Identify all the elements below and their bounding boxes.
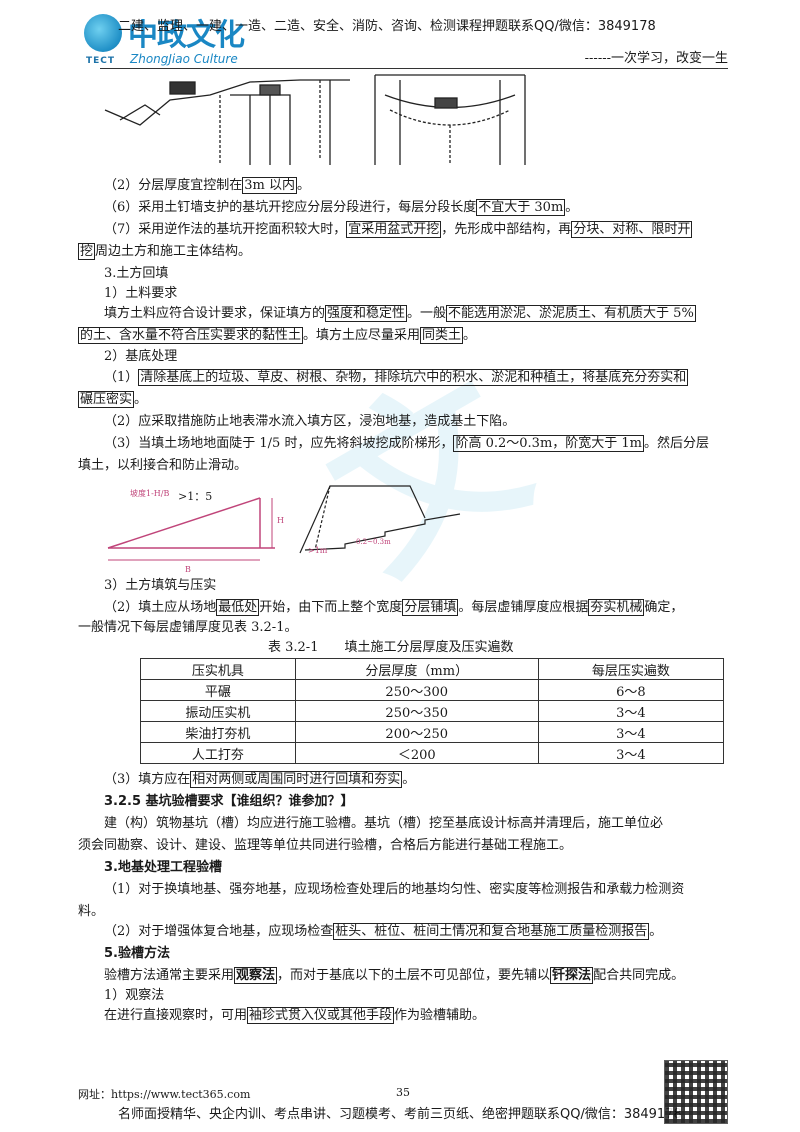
table-row: 振动压实机 250～350 3～4 <box>140 700 725 722</box>
page-number: 35 <box>396 1086 410 1099</box>
table-header: 每层压实遍数 <box>537 658 725 680</box>
company-logo: 中政文化 TECT ZhongJiao Culture <box>78 10 278 72</box>
table-cell: 平碾 <box>140 679 296 701</box>
stepped-slope <box>299 485 461 554</box>
heading-soil-requirements: 1）土料要求 <box>104 286 178 301</box>
header-divider <box>100 68 728 69</box>
header-contact: 二建、监理、一建、一造、二造、安全、消防、咨询、检测课程押题联系QQ/微信：38… <box>118 19 656 34</box>
table-cell: 250～300 <box>294 679 539 701</box>
table-header: 分层厚度（mm） <box>294 658 539 680</box>
table-header-row: 压实机具 分层厚度（mm） 每层压实遍数 <box>140 658 725 680</box>
para-inspection-2: 须会同勘察、设计、建设、监理等单位共同进行验槽，合格后方能进行基础工程施工。 <box>78 838 573 853</box>
table-row: 柴油打夯机 200～250 3～4 <box>140 721 725 743</box>
para-base-1: （1）清除基底上的垃圾、草皮、树根、杂物，排除坑穴中的积水、淤泥和种植土，将基底… <box>104 369 689 386</box>
para-excavation-7: （7）采用逆作法的基坑开挖面积较大时，宜采用盆式开挖，先形成中部结构，再分块、对… <box>104 221 693 238</box>
table-cell: 3～4 <box>537 700 725 722</box>
table-cell: 200～250 <box>294 721 539 743</box>
footer-contact: 名师面授精华、央企内训、考点串讲、习题模考、考前三页纸、绝密押题联系QQ/微信：… <box>118 1107 682 1122</box>
para-compaction-2: （2）填土应从场地最低处开始，由下而上整个宽度分层铺填。每层虚铺厚度应根据夯实机… <box>104 599 684 616</box>
excavation-diagram-right <box>374 74 526 165</box>
step-height-label: 0.2~0.3m <box>356 538 391 546</box>
fill-thickness-table: 压实机具 分层厚度（mm） 每层压实遍数 平碾 250～300 6～8 振动压实… <box>140 658 725 764</box>
logo-tect: TECT <box>86 56 116 66</box>
table-cell: 3～4 <box>537 721 725 743</box>
para-methods: 验槽方法通常主要采用观察法，而对于基底以下的土层不可见部位，要先辅以钎探法配合共… <box>104 967 685 984</box>
step-width-label: >1m <box>308 546 328 555</box>
para-excavation-6: （6）采用土钉墙支护的基坑开挖应分层分段进行，每层分段长度不宜大于 30m。 <box>104 199 579 216</box>
para-foundation-1: （1）对于换填地基、强夯地基，应现场检查处理后的地基均匀性、密实度等检测报告和承… <box>104 882 685 897</box>
header-slogan: ------一次学习，改变一生 <box>584 51 728 66</box>
heading-compaction: 3）土方填筑与压实 <box>104 578 217 593</box>
table-cell: 柴油打夯机 <box>140 721 296 743</box>
para-excavation-7-cont: 挖周边土方和施工主体结构。 <box>78 243 252 260</box>
para-soil-1: 填方土料应符合设计要求，保证填方的强度和稳定性。一般不能选用淤泥、淤泥质土、有机… <box>104 305 696 322</box>
slope-label: 坡度1-H/B <box>130 488 169 498</box>
table-cell: 3～4 <box>537 742 725 764</box>
table-cell: ＜200 <box>294 742 539 764</box>
table-cell: 振动压实机 <box>140 700 296 722</box>
table-caption: 表 3.2-1 填土施工分层厚度及压实遍数 <box>268 640 514 655</box>
para-foundation-1-cont: 料。 <box>78 904 105 919</box>
logo-english: ZhongJiao Culture <box>130 52 238 66</box>
logo-chinese: 中政文化 <box>128 18 245 53</box>
heading-3-2-5: 3.2.5 基坑验槽要求【谁组织？谁参加？】 <box>104 794 354 809</box>
excavation-diagram-left <box>104 79 350 165</box>
globe-icon <box>84 14 122 52</box>
heading-observation: 1）观察法 <box>104 988 165 1003</box>
para-foundation-2: （2）对于增强体复合地基，应现场检查桩头、桩位、桩间土情况和复合地基施工质量检测… <box>104 923 663 940</box>
para-base-1-cont: 碾压密实。 <box>78 391 148 408</box>
heading-fill: 3.土方回填 <box>104 266 169 281</box>
qr-code-icon <box>664 1060 728 1124</box>
label-h: H <box>277 516 284 525</box>
para-base-2: （2）应采取措施防止地表滞水流入填方区，浸泡地基，造成基土下陷。 <box>104 414 516 429</box>
slope-step-diagram: 坡度1-H/B >1：5 H B 0.2~0.3m >1m <box>107 485 461 574</box>
table-cell: 6～8 <box>537 679 725 701</box>
heading-inspection-methods: 5.验槽方法 <box>104 946 170 961</box>
para-compaction-2-cont: 一般情况下每层虚铺厚度见表 3.2-1。 <box>78 620 298 635</box>
para-base-3-cont: 填土，以利接合和防止滑动。 <box>78 458 248 473</box>
slope-ratio: >1：5 <box>178 490 212 503</box>
para-observation: 在进行直接观察时，可用袖珍式贯入仪或其他手段作为验槽辅助。 <box>104 1007 486 1024</box>
table-row: 人工打夯 ＜200 3～4 <box>140 742 725 764</box>
footer-url[interactable]: 网址：https://www.tect365.com <box>78 1088 251 1101</box>
table-cell: 人工打夯 <box>140 742 296 764</box>
table-header: 压实机具 <box>140 658 296 680</box>
heading-foundation-inspection: 3.地基处理工程验槽 <box>104 860 222 875</box>
para-base-3: （3）当填土场地地面陡于 1/5 时，应先将斜坡挖成阶梯形，阶高 0.2～0.3… <box>104 435 710 452</box>
excavation-diagrams <box>104 74 526 165</box>
label-b: B <box>185 565 191 574</box>
para-compaction-3: （3）填方应在相对两侧或周围同时进行回填和夯实。 <box>104 771 416 788</box>
table-row: 平碾 250～300 6～8 <box>140 679 725 701</box>
table-cell: 250～350 <box>294 700 539 722</box>
slope-triangle <box>107 497 275 561</box>
para-soil-2: 的土、含水量不符合压实要求的黏性土。填方土应尽量采用同类土。 <box>78 327 477 344</box>
para-inspection-1: 建（构）筑物基坑（槽）均应进行施工验槽。基坑（槽）挖至基底设计标高并清理后，施工… <box>104 816 664 831</box>
heading-base-treatment: 2）基底处理 <box>104 349 178 364</box>
